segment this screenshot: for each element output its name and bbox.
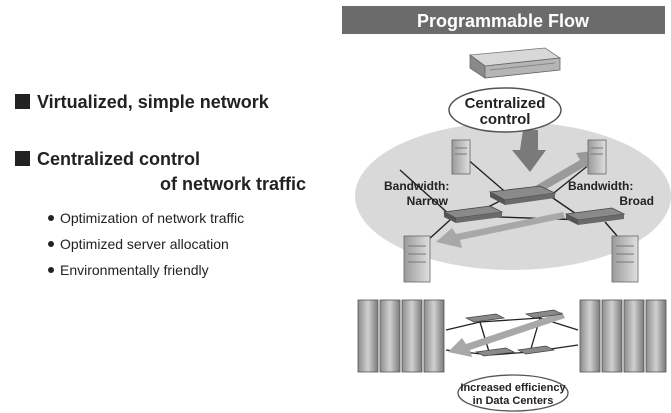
heading-centralized-control-line2: of network traffic <box>160 174 307 194</box>
list-item-text: Optimized server allocation <box>60 236 229 252</box>
datacenter-rack-group-right <box>579 299 667 373</box>
bandwidth-narrow-label-line1: Bandwidth: <box>384 179 449 193</box>
bandwidth-broad-label-line1: Bandwidth: <box>568 179 633 193</box>
bullet-dot-icon <box>48 241 54 247</box>
flow-arrows <box>436 150 602 248</box>
control-arrow-icon <box>512 130 546 172</box>
heading-centralized-control: Centralized control <box>15 149 200 170</box>
efficiency-line1: Increased efficiency <box>460 382 566 394</box>
centralized-control-callout: Centralized control <box>448 87 562 133</box>
network-switch-icon <box>564 207 626 225</box>
programmable-flow-diagram: Programmable Flow Centralized control <box>342 6 671 412</box>
heading-virtualized-network: Virtualized, simple network <box>15 92 269 113</box>
network-switch-icon <box>464 309 564 357</box>
datacenter-rack-group-left <box>357 299 445 373</box>
list-item-text: Optimization of network traffic <box>60 210 245 226</box>
bandwidth-narrow-label-line2: Narrow <box>407 194 449 208</box>
server-tower-icon <box>403 235 431 283</box>
list-item-text: Environmentally friendly <box>60 262 209 278</box>
square-bullet-icon <box>15 94 30 109</box>
list-item: Optimization of network traffic <box>48 210 244 226</box>
bullet-dot-icon <box>48 215 54 221</box>
server-tower-icon <box>451 139 471 175</box>
datacenter-efficiency-callout: Increased efficiency in Data Centers <box>457 374 569 412</box>
efficiency-line2: in Data Centers <box>473 395 554 407</box>
callout-line2: control <box>480 111 531 128</box>
heading-centralized-control-line1: Centralized control <box>37 149 201 169</box>
datacenter-flow-arrow <box>448 312 565 357</box>
heading-virtualized-network-text: Virtualized, simple network <box>37 92 269 112</box>
list-item: Environmentally friendly <box>48 262 209 278</box>
square-bullet-icon <box>15 151 30 166</box>
list-item: Optimized server allocation <box>48 236 229 252</box>
diagram-title: Programmable Flow <box>417 11 590 31</box>
title-banner: Programmable Flow <box>342 6 665 34</box>
network-switch-icon <box>488 185 557 205</box>
bullet-dot-icon <box>48 267 54 273</box>
bandwidth-broad-label-line2: Broad <box>619 194 654 208</box>
server-tower-icon <box>611 235 639 283</box>
callout-line1: Centralized <box>465 95 546 112</box>
server-tower-icon <box>587 139 607 175</box>
controller-server-icon <box>468 47 562 79</box>
network-switch-icon <box>442 205 504 223</box>
